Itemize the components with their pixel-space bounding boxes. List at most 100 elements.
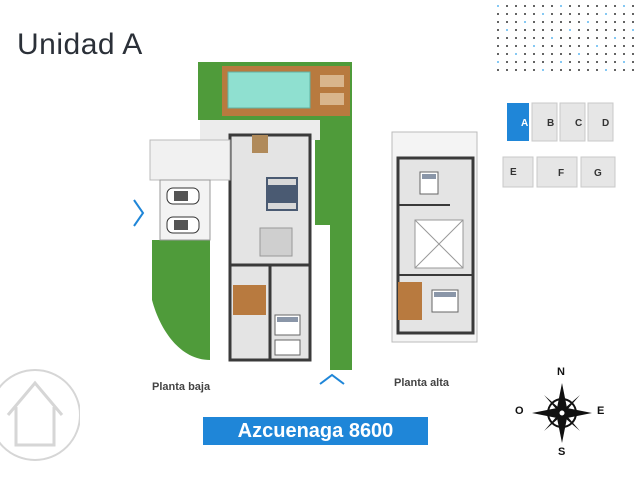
grid-dot xyxy=(551,13,553,15)
grid-dot xyxy=(542,45,544,47)
unit-label-f: F xyxy=(558,168,565,179)
unit-b[interactable] xyxy=(531,102,558,142)
grid-dot xyxy=(497,29,499,31)
grid-dot xyxy=(560,13,562,15)
bathroom-floor xyxy=(233,285,266,315)
grid-dot xyxy=(614,21,616,23)
key-plan xyxy=(502,102,616,188)
garden-side-right xyxy=(315,120,352,370)
compass-south: S xyxy=(558,446,566,458)
grid-dot xyxy=(515,45,517,47)
unit-label-c: C xyxy=(575,118,583,129)
grid-dot xyxy=(560,69,562,71)
grid-dot xyxy=(587,21,589,23)
dot-grid-decoration xyxy=(497,5,634,71)
unit-f[interactable] xyxy=(536,156,578,188)
grid-dot xyxy=(542,21,544,23)
grid-dot xyxy=(623,53,625,55)
grid-dot xyxy=(569,61,571,63)
car-icon xyxy=(166,187,200,234)
grid-dot xyxy=(533,61,535,63)
unit-label-b: B xyxy=(547,118,555,129)
grid-dot xyxy=(515,13,517,15)
grid-dot xyxy=(578,21,580,23)
grid-dot xyxy=(596,69,598,71)
grid-dot xyxy=(569,45,571,47)
grid-dot xyxy=(614,53,616,55)
grid-dot xyxy=(524,53,526,55)
grid-dot xyxy=(614,37,616,39)
grid-dot xyxy=(560,53,562,55)
grid-dot xyxy=(614,29,616,31)
grid-dot xyxy=(506,45,508,47)
grid-dot xyxy=(497,53,499,55)
grid-dot xyxy=(578,29,580,31)
grid-dot xyxy=(605,29,607,31)
grid-dot xyxy=(542,13,544,15)
unit-d[interactable] xyxy=(587,102,614,142)
grid-dot xyxy=(587,45,589,47)
grid-dot xyxy=(578,69,580,71)
grid-dot xyxy=(632,45,634,47)
grid-dot xyxy=(551,53,553,55)
grid-dot xyxy=(605,21,607,23)
pool xyxy=(227,71,311,109)
grid-dot xyxy=(542,5,544,7)
grid-dot xyxy=(578,13,580,15)
grid-dot xyxy=(497,61,499,63)
compass-west: O xyxy=(515,405,524,417)
grid-dot xyxy=(515,61,517,63)
grid-dot xyxy=(623,5,625,7)
grid-dot xyxy=(515,37,517,39)
unit-a[interactable] xyxy=(507,103,529,141)
grid-dot xyxy=(578,37,580,39)
grid-dot xyxy=(506,37,508,39)
grid-dot xyxy=(623,61,625,63)
grid-dot xyxy=(506,5,508,7)
grid-dot xyxy=(542,53,544,55)
grid-dot xyxy=(506,13,508,15)
grid-dot xyxy=(506,69,508,71)
compass-rose-icon xyxy=(532,383,592,443)
unit-label-d: D xyxy=(602,118,610,129)
grid-dot xyxy=(560,61,562,63)
grid-dot xyxy=(623,29,625,31)
grid-dot xyxy=(605,13,607,15)
upper-floor-label: Planta alta xyxy=(394,377,450,389)
grid-dot xyxy=(524,69,526,71)
unit-g[interactable] xyxy=(580,156,616,188)
grid-dot xyxy=(560,5,562,7)
grid-dot xyxy=(596,5,598,7)
unit-c[interactable] xyxy=(559,102,586,142)
grid-dot xyxy=(623,13,625,15)
grid-dot xyxy=(497,21,499,23)
grid-dot xyxy=(497,45,499,47)
deck xyxy=(398,282,422,320)
grid-dot xyxy=(524,29,526,31)
key-plan-bottom-row xyxy=(502,156,616,188)
grid-dot xyxy=(587,37,589,39)
grid-dot xyxy=(560,45,562,47)
grid-dot xyxy=(632,37,634,39)
grid-dot xyxy=(569,13,571,15)
chevron-left-icon[interactable] xyxy=(130,198,146,228)
grid-dot xyxy=(551,37,553,39)
kitchen-island xyxy=(259,227,293,257)
grid-dot xyxy=(533,37,535,39)
unit-e[interactable] xyxy=(502,156,534,188)
compass-north: N xyxy=(557,366,565,378)
grid-dot xyxy=(614,5,616,7)
chevron-up-icon[interactable] xyxy=(318,372,346,386)
grid-dot xyxy=(524,37,526,39)
grid-dot xyxy=(533,53,535,55)
grid-dot xyxy=(632,61,634,63)
grid-dot xyxy=(596,21,598,23)
grid-dot xyxy=(578,5,580,7)
grid-dot xyxy=(569,5,571,7)
grid-dot xyxy=(623,69,625,71)
grid-dot xyxy=(542,69,544,71)
grid-dot xyxy=(515,21,517,23)
unit-label-a: A xyxy=(521,118,529,129)
grid-dot xyxy=(605,53,607,55)
grid-dot xyxy=(578,61,580,63)
